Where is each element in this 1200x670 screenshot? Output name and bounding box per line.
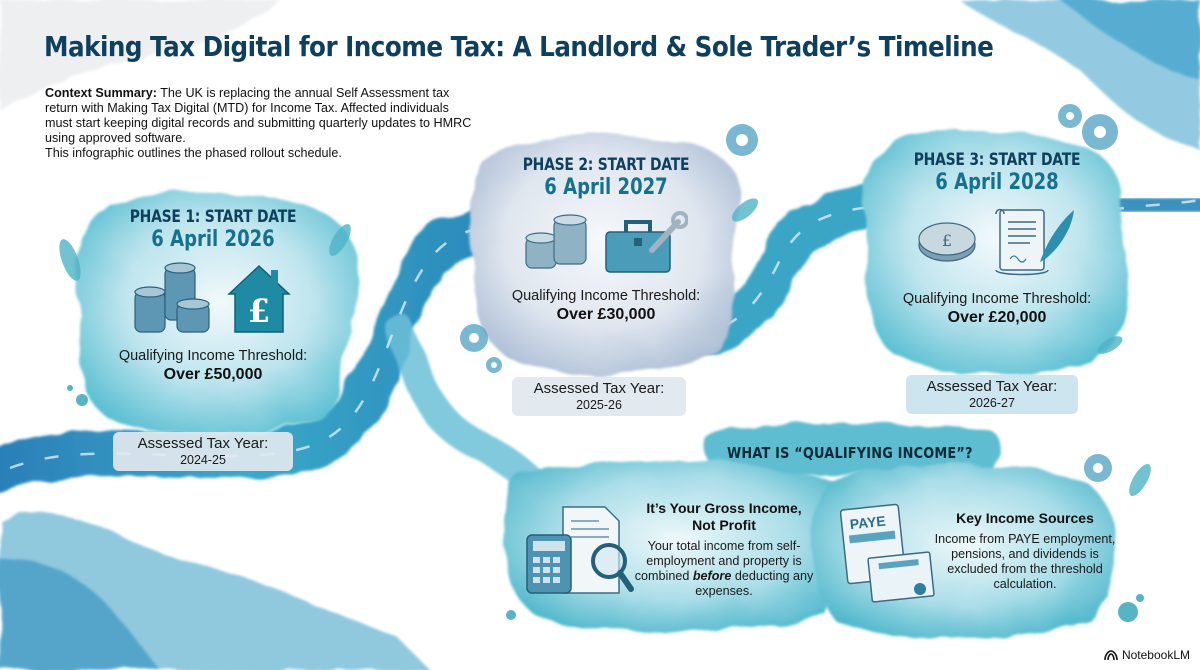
phase-3-label: PHASE 3: START DATE: [913, 150, 1081, 170]
phase-3-tax-year: Assessed Tax Year: 2026-27: [906, 375, 1078, 414]
phase-2-tax-year-label: Assessed Tax Year:: [533, 380, 665, 397]
phase-3-threshold-value: Over £20,000: [947, 309, 1047, 326]
phase-2-label: PHASE 2: START DATE: [522, 155, 690, 175]
svg-text:£: £: [248, 292, 270, 330]
context-summary: Context Summary: The UK is replacing the…: [45, 86, 475, 161]
context-label: Context Summary:: [45, 86, 157, 100]
gross-income-body: Your total income from self-employment a…: [634, 539, 814, 598]
scroll-quill-icon: [995, 208, 1074, 276]
phase-1-threshold-value: Over £50,000: [163, 366, 263, 383]
phase-2-tax-year: Assessed Tax Year: 2025-26: [512, 377, 686, 416]
emphasis-before: before: [692, 569, 732, 583]
phase-1-card: PHASE 1: START DATE 6 April 2026 £ Quali…: [88, 207, 338, 384]
notebooklm-brand: NotebookLM: [1104, 648, 1190, 662]
phase-1-date: 6 April 2026: [151, 227, 275, 252]
gross-income-card: It’s Your Gross Income, Not Profit Your …: [634, 500, 814, 599]
phase-1-tax-year-label: Assessed Tax Year:: [137, 435, 269, 452]
pound-coin-icon: £: [918, 222, 976, 262]
phase-3-tax-year-label: Assessed Tax Year:: [926, 378, 1058, 395]
phase-2-threshold-label: Qualifying Income Threshold:: [511, 288, 701, 304]
notebooklm-logo-icon: [1104, 650, 1118, 661]
brand-name: NotebookLM: [1121, 648, 1190, 662]
key-income-sources-body: Income from PAYE employment, pensions, a…: [934, 532, 1116, 591]
context-text-2: This infographic outlines the phased rol…: [45, 146, 342, 160]
svg-text:PAYE: PAYE: [849, 513, 886, 533]
phase-3-card: PHASE 3: START DATE 6 April 2028 £ Quali…: [868, 150, 1126, 327]
calculator-magnifier-icon: [526, 506, 634, 594]
phase-3-date: 6 April 2028: [935, 170, 1059, 195]
toolbox-wrench-icon: [605, 211, 688, 273]
paye-certificate-icon: PAYE: [840, 503, 935, 603]
phase-2-date: 6 April 2027: [544, 175, 668, 200]
phase-1-tax-year-value: 2024-25: [180, 453, 226, 467]
qualifying-income-banner: WHAT IS “QUALIFYING INCOME”?: [705, 436, 995, 470]
page-title: Making Tax Digital for Income Tax: A Lan…: [44, 30, 994, 63]
context-text: The UK is replacing the annual Self Asse…: [45, 86, 472, 145]
coin-stack-icon: [134, 262, 210, 333]
gross-income-heading: It’s Your Gross Income, Not Profit: [646, 500, 802, 533]
svg-text:£: £: [942, 231, 952, 250]
phase-1-label: PHASE 1: START DATE: [129, 207, 297, 227]
phase-2-threshold-value: Over £30,000: [556, 306, 656, 323]
phase-3-tax-year-value: 2026-27: [969, 396, 1015, 410]
phase-3-threshold-label: Qualifying Income Threshold:: [902, 291, 1092, 307]
key-income-sources-card: Key Income Sources Income from PAYE empl…: [925, 510, 1125, 592]
coin-stack-icon: [525, 214, 587, 269]
phase-1-threshold-label: Qualifying Income Threshold:: [118, 348, 308, 364]
phase-2-tax-year-value: 2025-26: [576, 398, 622, 412]
key-income-sources-heading: Key Income Sources: [956, 510, 1094, 526]
phase-1-tax-year: Assessed Tax Year: 2024-25: [113, 432, 293, 471]
qualifying-income-heading: WHAT IS “QUALIFYING INCOME”?: [727, 444, 973, 462]
phase-2-card: PHASE 2: START DATE 6 April 2027 Qualify…: [480, 155, 732, 324]
house-pound-icon: £: [227, 264, 291, 333]
